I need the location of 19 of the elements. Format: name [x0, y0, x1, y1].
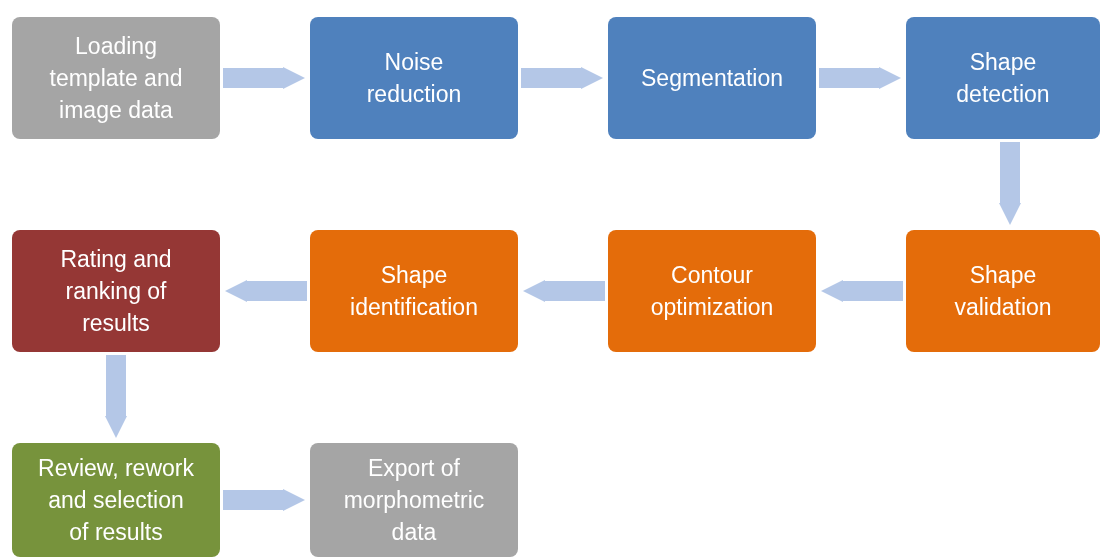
process-box: Review, rework and selection of results — [12, 443, 220, 557]
process-box: Loading template and image data — [12, 17, 220, 139]
process-box: Shape identification — [310, 230, 518, 352]
process-box: Segmentation — [608, 17, 816, 139]
block-arrow — [105, 355, 127, 438]
block-arrow — [821, 280, 903, 302]
block-arrow — [225, 280, 307, 302]
process-box: Noise reduction — [310, 17, 518, 139]
block-arrow — [523, 280, 605, 302]
block-arrow — [521, 67, 603, 89]
process-box: Rating and ranking of results — [12, 230, 220, 352]
block-arrow — [223, 489, 305, 511]
process-box: Export of morphometric data — [310, 443, 518, 557]
block-arrow — [819, 67, 901, 89]
block-arrow — [223, 67, 305, 89]
process-box: Shape validation — [906, 230, 1100, 352]
process-box: Contour optimization — [608, 230, 816, 352]
process-box: Shape detection — [906, 17, 1100, 139]
block-arrow — [999, 142, 1021, 225]
